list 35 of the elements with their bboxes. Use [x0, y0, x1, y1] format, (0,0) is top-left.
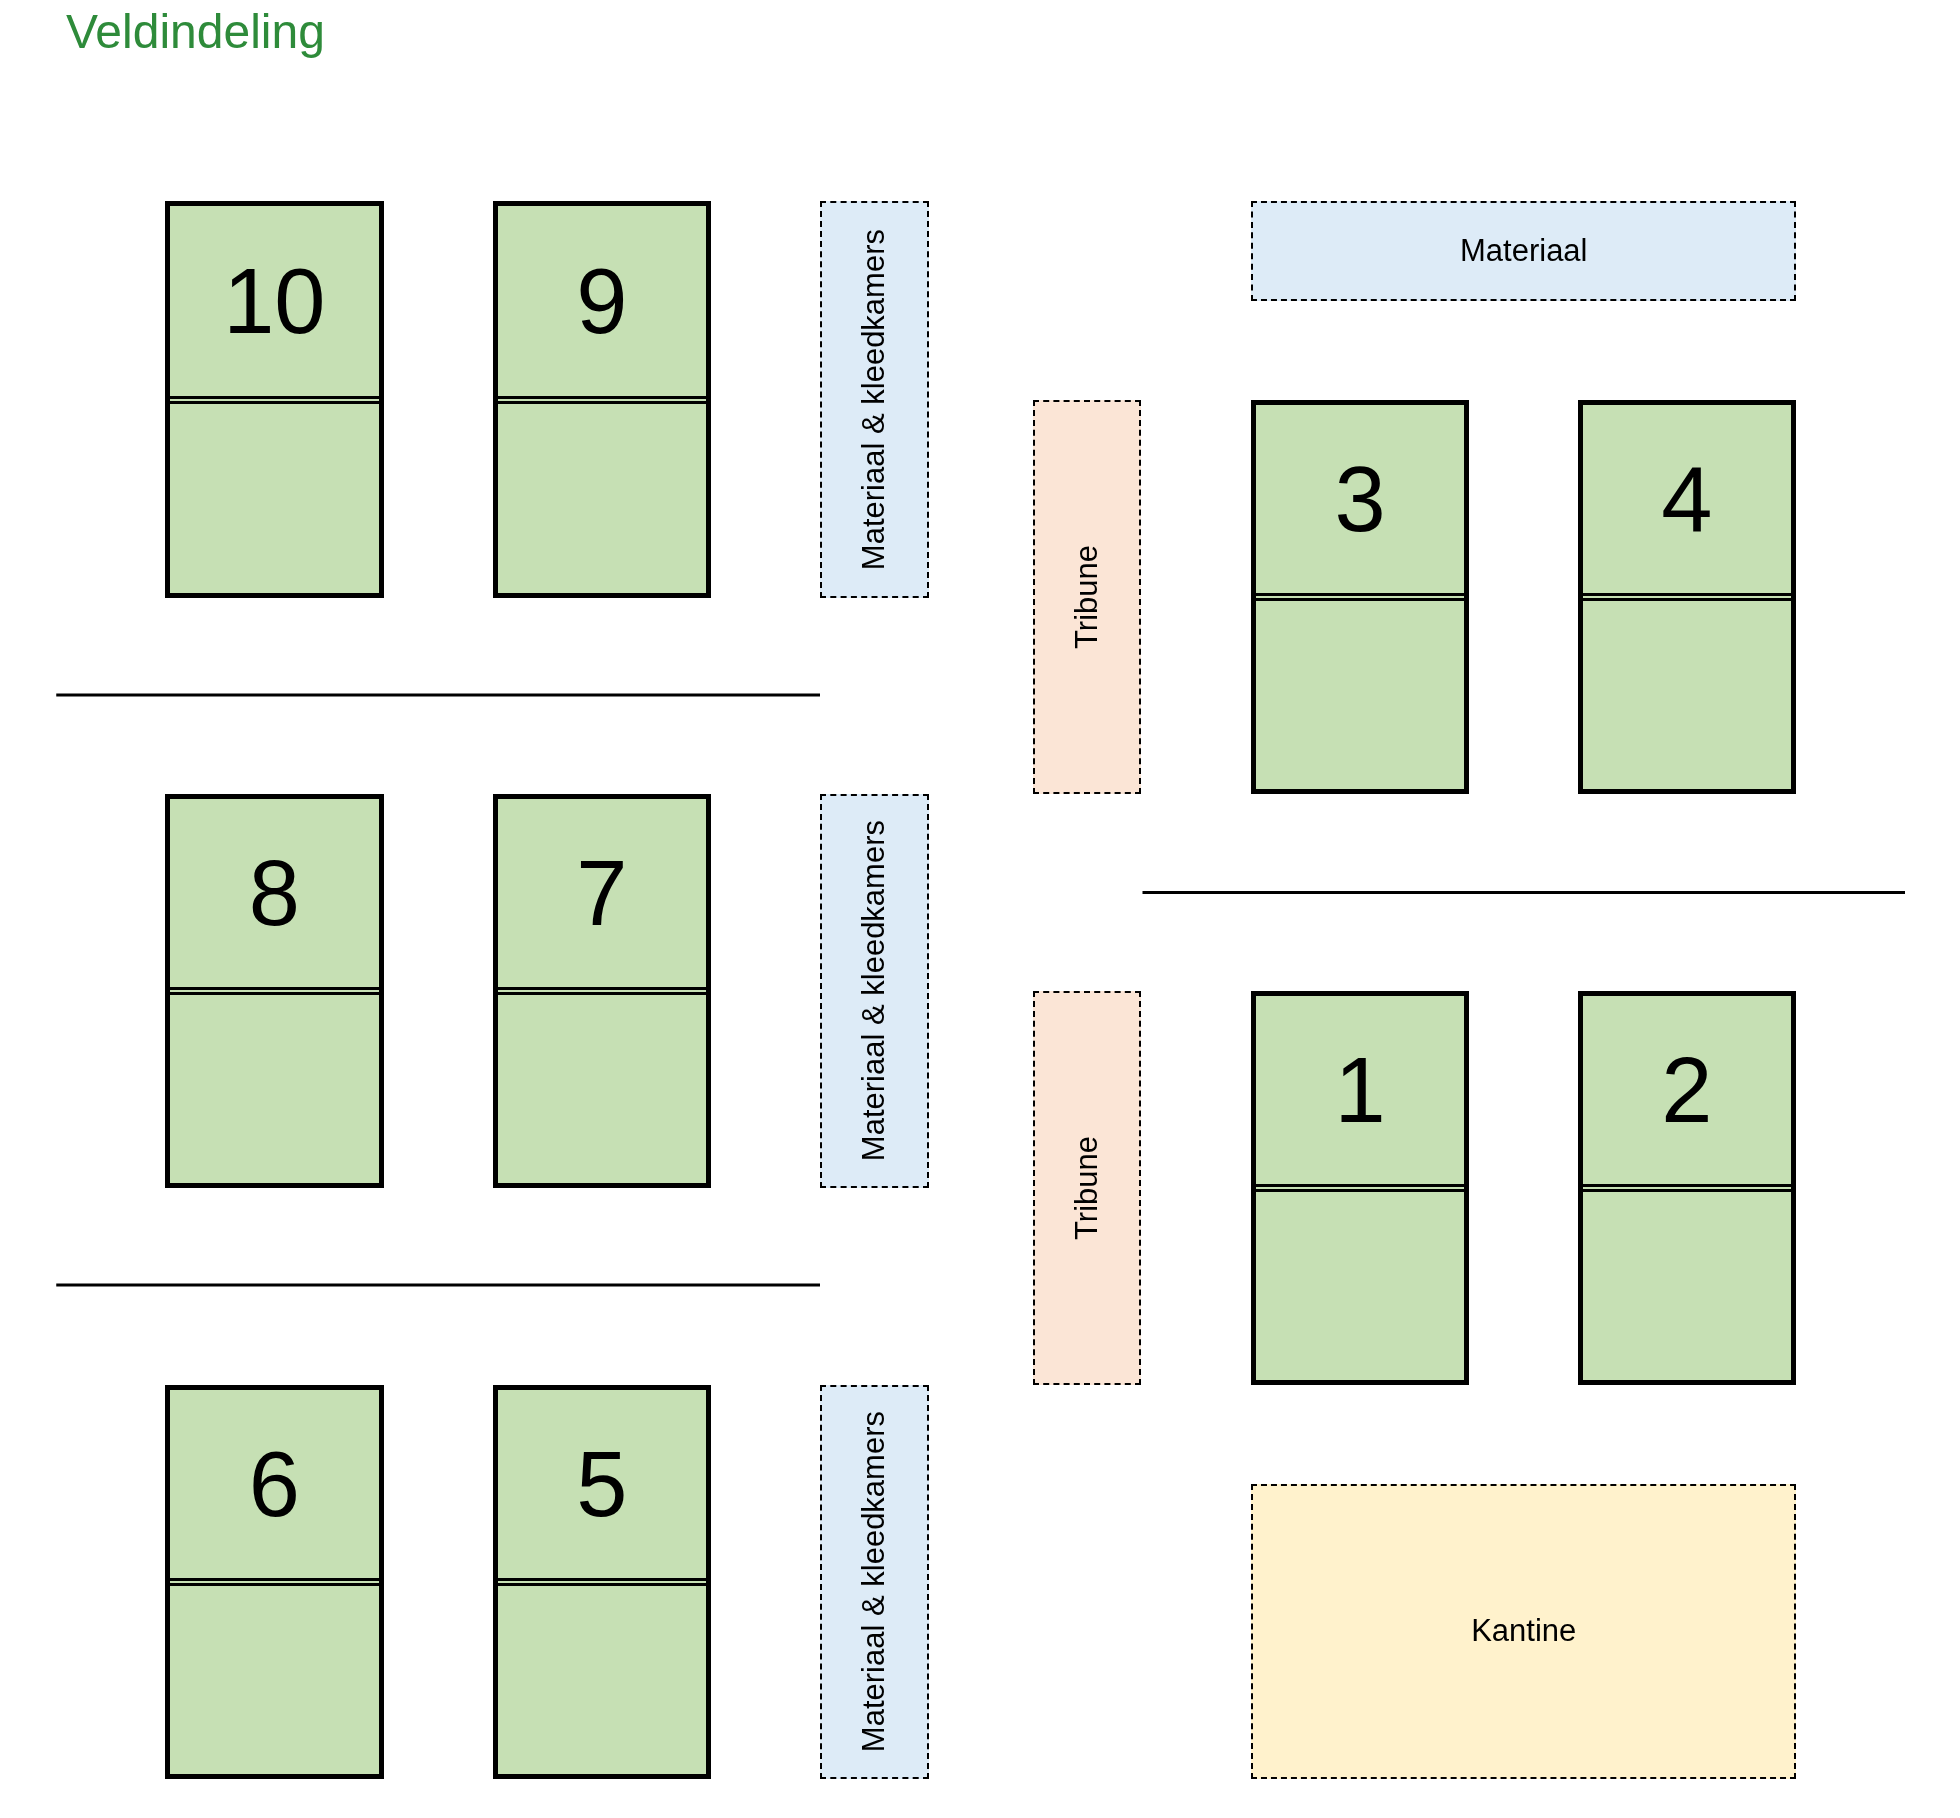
area-label: Tribune — [1069, 1136, 1104, 1241]
area-label: Materiaal & kleedkamers — [857, 820, 892, 1162]
storage-area — [820, 793, 929, 1188]
pitch-number: 10 — [223, 254, 326, 347]
pitch-number: 6 — [248, 1438, 300, 1530]
pitch-number: 8 — [248, 846, 300, 939]
pitch — [165, 1385, 384, 1779]
page-title: Veldindeling — [66, 4, 325, 59]
pitch-number: 1 — [1334, 1044, 1386, 1137]
area-label: Materiaal — [1460, 234, 1588, 269]
pitch — [492, 793, 712, 1188]
area-label: Materiaal & kleedkamers — [857, 228, 892, 570]
pitch — [1251, 400, 1469, 794]
pitch-number: 9 — [576, 254, 628, 347]
storage-area — [1251, 201, 1797, 302]
storage-area — [820, 1385, 929, 1779]
pitch-number: 2 — [1661, 1044, 1713, 1137]
canteen-area — [1251, 1483, 1797, 1779]
stand-area — [1032, 400, 1142, 794]
pitch-number: 3 — [1334, 453, 1386, 545]
pitch-number: 7 — [576, 846, 628, 939]
pitch — [492, 201, 712, 598]
area-label: Tribune — [1069, 544, 1104, 649]
pitch — [492, 1385, 712, 1779]
pitch — [165, 201, 384, 598]
pitch — [165, 793, 384, 1188]
stand-area — [1032, 991, 1142, 1385]
area-label: Materiaal & kleedkamers — [857, 1411, 892, 1753]
pitch-number: 5 — [576, 1438, 628, 1530]
pitch-number: 4 — [1661, 453, 1713, 545]
pitch — [1577, 400, 1797, 794]
pitch — [1577, 991, 1797, 1385]
storage-area — [820, 201, 929, 598]
pitch — [1251, 991, 1469, 1385]
area-label: Kantine — [1471, 1614, 1577, 1649]
